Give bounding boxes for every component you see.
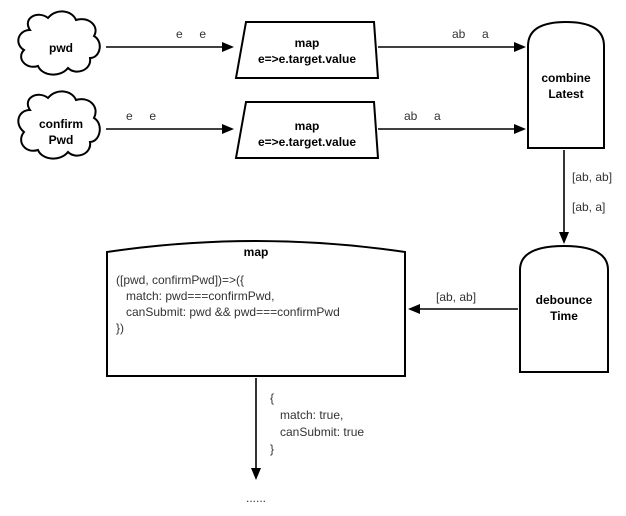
- map-big-node: map ([pwd, confirmPwd])=>({ match: pwd==…: [106, 240, 406, 377]
- combine-latest-label-line1: combine: [541, 71, 591, 85]
- map-top-node: map e=>e.target.value: [234, 21, 380, 79]
- ellipsis: ......: [246, 491, 266, 505]
- pwd-label: pwd: [49, 41, 73, 55]
- edge-pwd-to-map-label: e e: [176, 27, 206, 41]
- edge-map-to-result: { match: true, canSubmit: true }: [251, 378, 364, 480]
- edge-pwd-to-map: e e: [106, 27, 234, 52]
- map-big-code-line-2: match: pwd===confirmPwd,: [116, 289, 274, 303]
- edge-map-top-to-combine-label: ab a: [452, 27, 489, 41]
- edge-confirm-to-map: e e: [106, 109, 234, 134]
- debounce-time-label-line2: Time: [550, 309, 578, 323]
- edge-combine-to-debounce: [ab, ab] [ab, a]: [559, 150, 612, 244]
- result-line-1: {: [270, 391, 274, 405]
- edge-map-mid-to-combine: ab a: [378, 109, 526, 134]
- result-line-3: canSubmit: true: [270, 425, 364, 439]
- pwd-cloud-node: pwd: [17, 10, 101, 76]
- edge-map-top-to-combine: ab a: [378, 27, 526, 52]
- map-big-code-line-4: }): [116, 321, 124, 335]
- map-mid-title: map: [295, 119, 320, 133]
- edge-debounce-to-map: [ab, ab]: [408, 290, 518, 314]
- combine-latest-label-line2: Latest: [548, 87, 583, 101]
- confirm-pwd-label-line1: confirm: [39, 117, 83, 131]
- result-line-2: match: true,: [270, 408, 343, 422]
- edge-combine-label-1: [ab, ab]: [572, 170, 612, 184]
- edge-combine-label-2: [ab, a]: [572, 200, 605, 214]
- map-big-code-line-1: ([pwd, confirmPwd])=>({: [116, 273, 244, 287]
- map-top-title: map: [295, 36, 320, 50]
- debounce-time-node: debounce Time: [519, 244, 609, 373]
- result-line-4: }: [270, 442, 274, 456]
- edge-confirm-to-map-label: e e: [126, 109, 156, 123]
- map-mid-subtitle: e=>e.target.value: [258, 135, 356, 149]
- debounce-time-label-line1: debounce: [536, 293, 593, 307]
- map-mid-node: map e=>e.target.value: [234, 101, 380, 159]
- confirm-pwd-cloud-node: confirm Pwd: [17, 90, 101, 160]
- confirm-pwd-label-line2: Pwd: [49, 133, 74, 147]
- combine-latest-node: combine Latest: [527, 20, 605, 149]
- edge-debounce-label: [ab, ab]: [436, 290, 476, 304]
- map-top-subtitle: e=>e.target.value: [258, 52, 356, 66]
- map-big-title: map: [244, 245, 269, 259]
- map-big-code-line-3: canSubmit: pwd && pwd===confirmPwd: [116, 305, 340, 319]
- edge-map-mid-to-combine-label: ab a: [404, 109, 441, 123]
